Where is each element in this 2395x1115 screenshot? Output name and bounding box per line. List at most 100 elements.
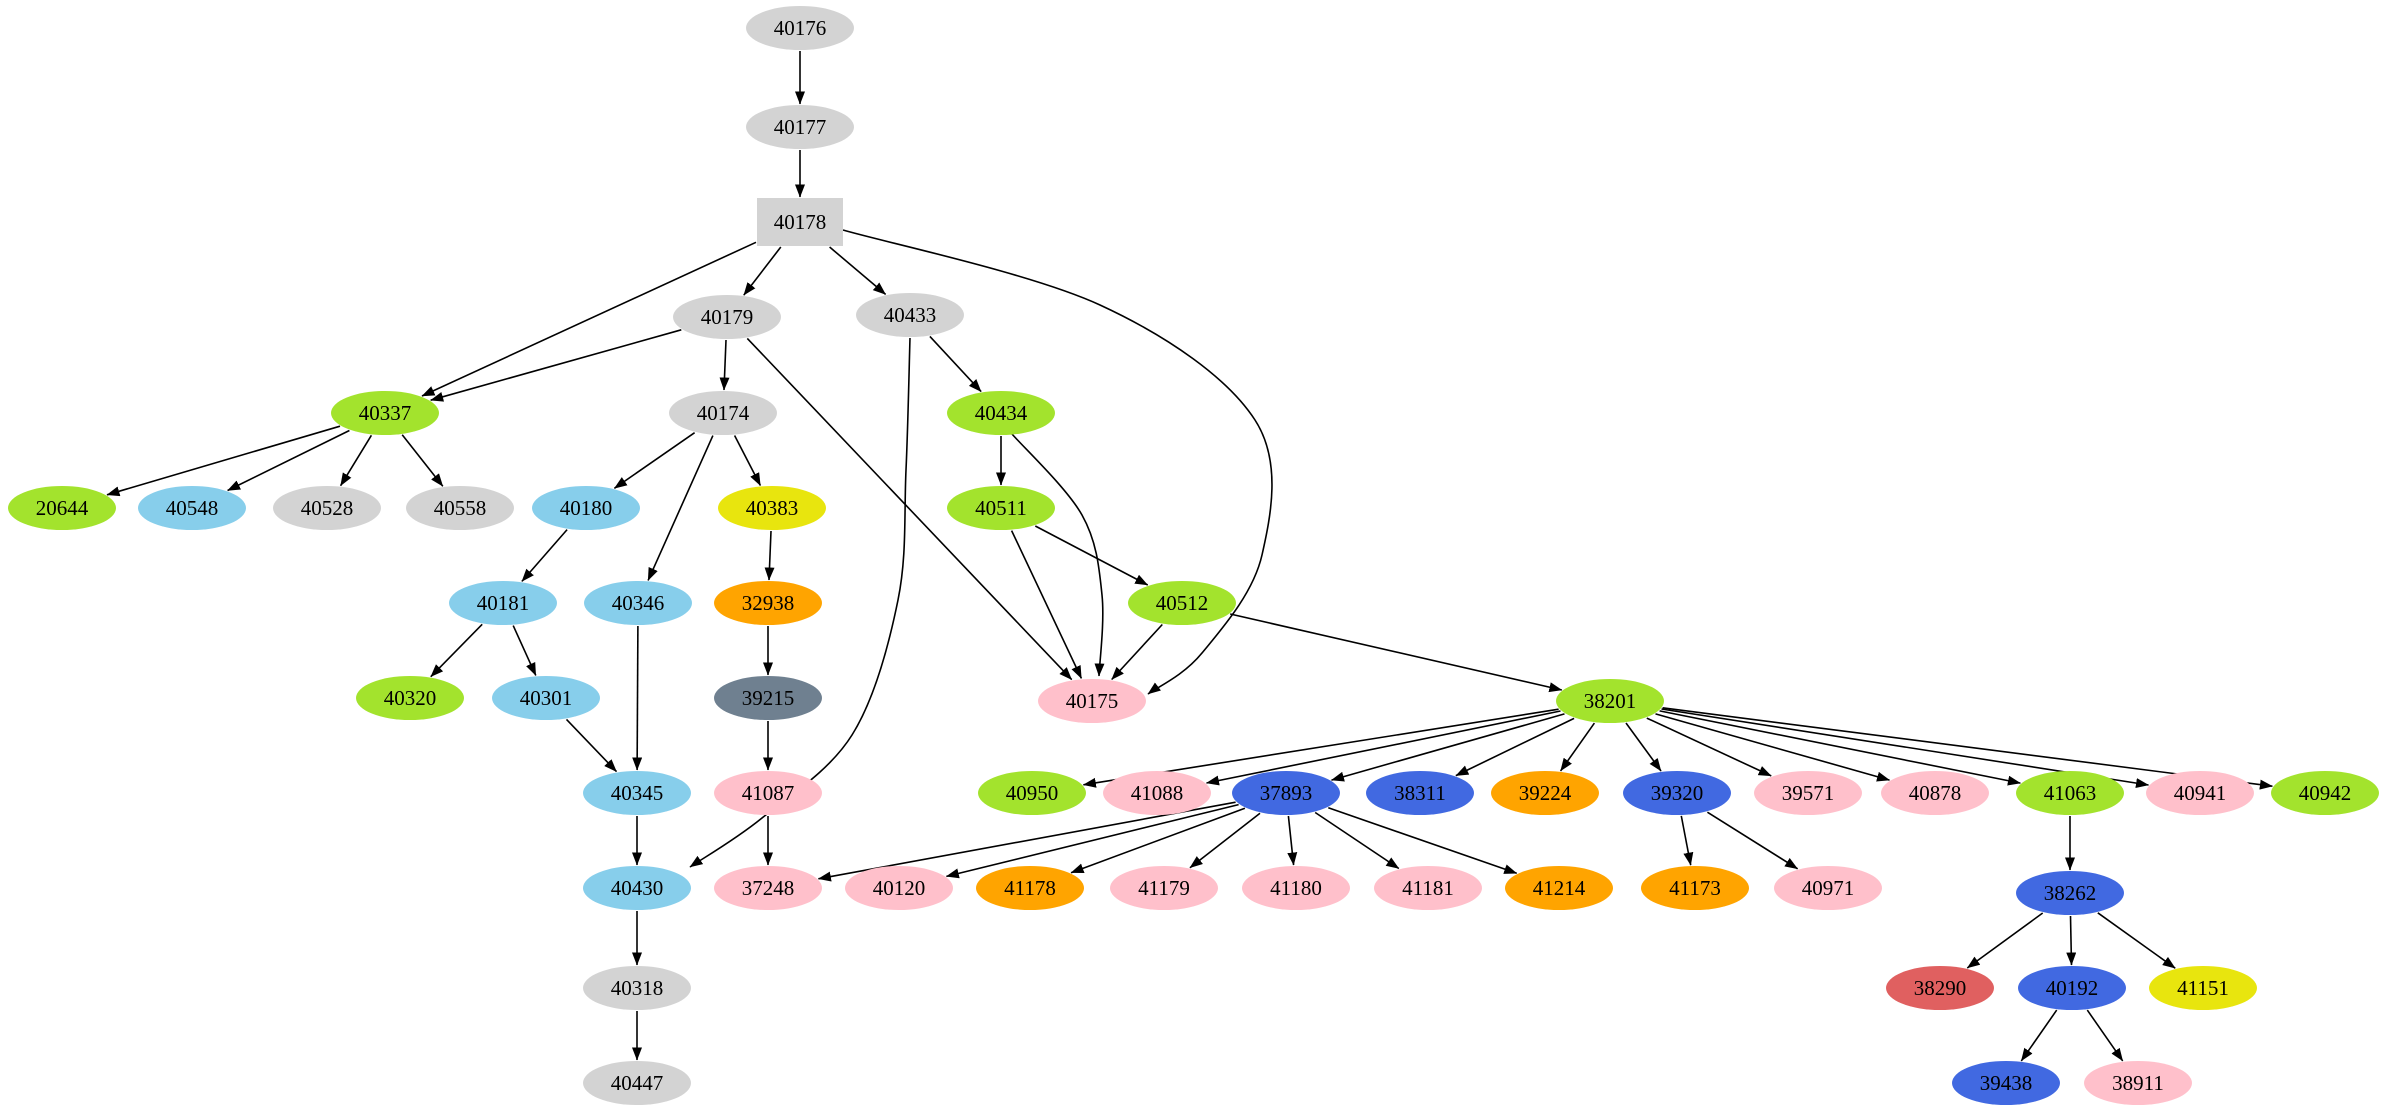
node-ellipse-32938	[714, 581, 822, 625]
node-ellipse-41087	[714, 771, 822, 815]
edge-40511-40175	[1010, 530, 1083, 679]
edge-37893-41181	[1314, 811, 1400, 870]
node-40180: 40180	[532, 486, 640, 530]
node-ellipse-38311	[1366, 771, 1474, 815]
edge-37893-37248	[817, 801, 1236, 882]
edge-38262-41151	[2097, 912, 2176, 969]
edge-39320-41173	[1680, 815, 1694, 866]
edge-38201-39571	[1646, 717, 1772, 777]
node-ellipse-37248	[714, 866, 822, 910]
edge-40512-38201	[1230, 613, 1563, 693]
node-41178: 41178	[976, 866, 1084, 910]
node-ellipse-40512	[1128, 581, 1236, 625]
edge-37893-41180	[1287, 815, 1298, 866]
edge-38201-39224	[1559, 722, 1596, 772]
node-ellipse-40447	[583, 1061, 691, 1105]
node-ellipse-40430	[583, 866, 691, 910]
node-40318: 40318	[583, 966, 691, 1010]
node-ellipse-39571	[1754, 771, 1862, 815]
node-39320: 39320	[1623, 771, 1731, 815]
node-40971: 40971	[1774, 866, 1882, 910]
node-ellipse-41173	[1641, 866, 1749, 910]
node-ellipse-40179	[673, 295, 781, 339]
node-41173: 41173	[1641, 866, 1749, 910]
node-40345: 40345	[583, 771, 691, 815]
node-38262: 38262	[2016, 871, 2124, 915]
node-ellipse-39215	[714, 676, 822, 720]
edge-38262-38290	[1966, 912, 2044, 969]
node-ellipse-41088	[1103, 771, 1211, 815]
node-box-40178	[757, 198, 843, 246]
edge-40383-32938	[764, 530, 775, 581]
node-40337: 40337	[331, 391, 439, 435]
node-38911: 38911	[2084, 1061, 2192, 1105]
edge-40174-40383	[733, 435, 762, 486]
node-39215: 39215	[714, 676, 822, 720]
node-ellipse-37893	[1232, 771, 1340, 815]
node-41151: 41151	[2149, 966, 2257, 1010]
edge-40180-40181	[521, 529, 568, 582]
node-40950: 40950	[978, 771, 1086, 815]
edge-40178-40337	[421, 241, 757, 397]
node-39438: 39438	[1952, 1061, 2060, 1105]
node-ellipse-40301	[492, 676, 600, 720]
edge-38201-39320	[1625, 722, 1662, 772]
node-ellipse-38911	[2084, 1061, 2192, 1105]
edge-40511-40512	[1034, 525, 1149, 586]
edge-40337-40558	[401, 434, 444, 487]
edge-37893-40120	[945, 803, 1239, 879]
edge-37893-41214	[1328, 806, 1518, 875]
edge-40192-38911	[2086, 1009, 2124, 1062]
node-ellipse-40345	[583, 771, 691, 815]
edge-40512-40175	[1111, 623, 1163, 681]
node-40179: 40179	[673, 295, 781, 339]
node-40320: 40320	[356, 676, 464, 720]
edge-38201-41088	[1206, 710, 1561, 786]
node-ellipse-40176	[746, 6, 854, 50]
node-ellipse-40433	[856, 293, 964, 337]
edge-40174-40346	[647, 435, 714, 581]
node-37248: 37248	[714, 866, 822, 910]
node-ellipse-40175	[1038, 679, 1146, 723]
node-ellipse-39224	[1491, 771, 1599, 815]
node-ellipse-40971	[1774, 866, 1882, 910]
node-41063: 41063	[2016, 771, 2124, 815]
node-ellipse-40528	[273, 486, 381, 530]
edge-38201-41063	[1659, 710, 2021, 786]
node-41087: 41087	[714, 771, 822, 815]
node-ellipse-38201	[1556, 679, 1664, 723]
edge-37893-41178	[1070, 807, 1246, 874]
node-ellipse-40434	[947, 391, 1055, 435]
edge-38201-38311	[1455, 717, 1575, 777]
node-ellipse-20644	[8, 486, 116, 530]
edge-40179-40174	[719, 339, 730, 391]
node-20644: 20644	[8, 486, 116, 530]
node-ellipse-41179	[1110, 866, 1218, 910]
edge-40178-40175	[842, 229, 1273, 695]
node-40175: 40175	[1038, 679, 1146, 723]
node-ellipse-40318	[583, 966, 691, 1010]
node-ellipse-41214	[1505, 866, 1613, 910]
node-38311: 38311	[1366, 771, 1474, 815]
node-40176: 40176	[746, 6, 854, 50]
node-39571: 39571	[1754, 771, 1862, 815]
edge-40179-40175	[746, 337, 1073, 681]
node-ellipse-41180	[1242, 866, 1350, 910]
node-40511: 40511	[947, 486, 1055, 530]
node-40548: 40548	[138, 486, 246, 530]
edge-40337-40528	[339, 434, 373, 487]
node-ellipse-39320	[1623, 771, 1731, 815]
edge-38262-40192	[2066, 915, 2077, 966]
node-40346: 40346	[584, 581, 692, 625]
node-40174: 40174	[669, 391, 777, 435]
node-ellipse-41063	[2016, 771, 2124, 815]
edge-40434-40175	[1011, 433, 1105, 677]
edge-40174-40180	[613, 432, 696, 489]
node-37893: 37893	[1232, 771, 1340, 815]
node-ellipse-39438	[1952, 1061, 2060, 1105]
node-ellipse-38262	[2016, 871, 2124, 915]
node-ellipse-40878	[1881, 771, 1989, 815]
edge-39320-40971	[1706, 811, 1799, 870]
edge-40178-40433	[829, 246, 887, 296]
